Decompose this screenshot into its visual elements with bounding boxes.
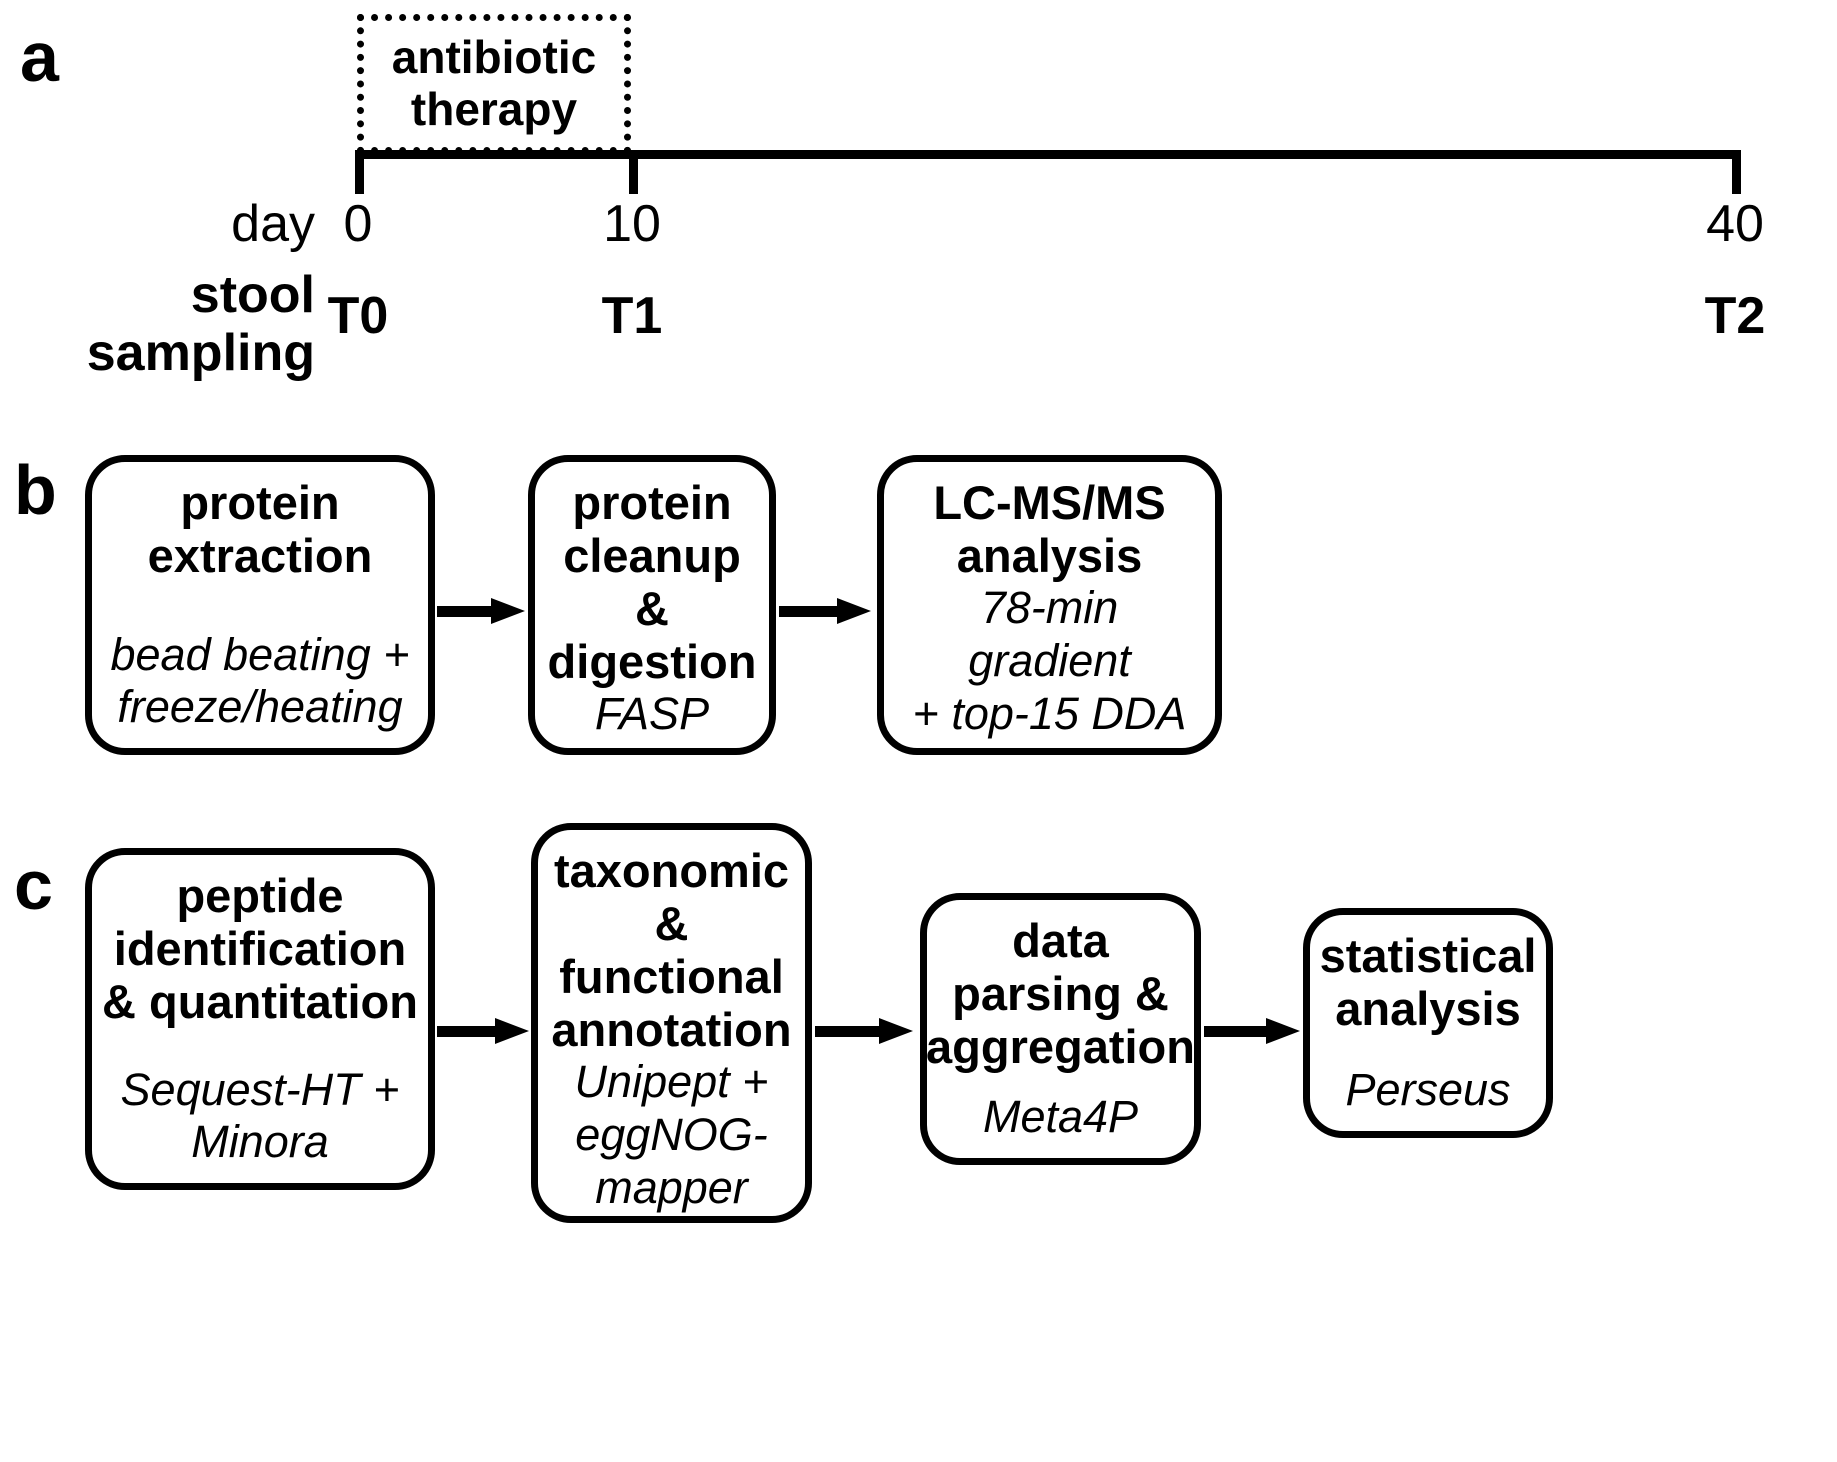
timeline-tick-day0 <box>355 150 364 194</box>
panel-b-step-1-subtitle: bead beating + freeze/heating <box>110 628 410 733</box>
timeline-row-label-day: day <box>231 195 315 253</box>
panel-b-step-3-title: LC-MS/MS analysis <box>933 476 1166 583</box>
panel-c-step-3: data parsing & aggregation Meta4P <box>920 893 1201 1165</box>
panel-letter-a: a <box>20 18 59 96</box>
timeline-row-label-sampling: stool sampling <box>60 266 315 382</box>
panel-c-step-3-title: data parsing & aggregation <box>926 914 1195 1074</box>
antibiotic-therapy-label-line2: therapy <box>410 83 578 135</box>
panel-letter-b: b <box>14 451 57 529</box>
timeline-day-value-0: 0 <box>343 195 373 253</box>
panel-c-arrow-1-to-2 <box>437 1018 533 1044</box>
timeline-tick-day40 <box>1732 150 1741 194</box>
panel-b-step-2: protein cleanup & digestion FASP <box>528 455 776 755</box>
panel-c-step-2: taxonomic & functional annotation Unipep… <box>531 823 812 1223</box>
panel-c-step-1: peptide identification & quantitation Se… <box>85 848 435 1190</box>
panel-c-arrow-2-to-3 <box>815 1018 918 1044</box>
panel-b-step-3-subtitle: 78-min gradient + top-15 DDA <box>912 582 1187 739</box>
panel-b-step-1-title: protein extraction <box>147 476 373 583</box>
timeline-row-label-sampling-line1: stool <box>190 266 315 324</box>
timeline-timepoint-T0: T0 <box>327 287 389 345</box>
panel-b-step-2-title: protein cleanup & digestion <box>547 476 757 689</box>
panel-letter-c: c <box>14 846 53 924</box>
panel-c-step-1-title: peptide identification & quantitation <box>102 869 418 1029</box>
panel-c-arrow-3-to-4 <box>1204 1018 1304 1044</box>
timeline-day-value-1: 10 <box>603 195 661 253</box>
panel-c-step-3-subtitle: Meta4P <box>982 1091 1139 1143</box>
timeline-row-label-sampling-line2: sampling <box>86 324 315 383</box>
timeline-axis <box>355 150 1741 159</box>
panel-c-step-2-title: taxonomic & functional annotation <box>551 844 792 1057</box>
antibiotic-therapy-box: antibiotic therapy <box>357 14 631 154</box>
panel-c-step-4: statistical analysis Perseus <box>1303 908 1553 1138</box>
panel-b-arrow-2-to-3 <box>779 598 875 624</box>
panel-c-step-2-subtitle: Unipept + eggNOG- mapper <box>574 1056 769 1213</box>
timeline-tick-day10 <box>629 150 638 194</box>
panel-b-step-2-subtitle: FASP <box>594 688 710 740</box>
timeline-timepoint-T2: T2 <box>1704 287 1766 345</box>
panel-b-step-3: LC-MS/MS analysis 78-min gradient + top-… <box>877 455 1222 755</box>
panel-c-step-4-subtitle: Perseus <box>1345 1064 1511 1116</box>
panel-c-step-1-subtitle: Sequest-HT + Minora <box>120 1063 400 1168</box>
timeline-day-value-2: 40 <box>1706 195 1764 253</box>
antibiotic-therapy-label-line1: antibiotic <box>391 31 597 84</box>
panel-c-step-4-title: statistical analysis <box>1319 929 1537 1036</box>
panel-b-step-1: protein extraction bead beating + freeze… <box>85 455 435 755</box>
timeline-timepoint-T1: T1 <box>601 287 663 345</box>
panel-b-arrow-1-to-2 <box>437 598 525 624</box>
